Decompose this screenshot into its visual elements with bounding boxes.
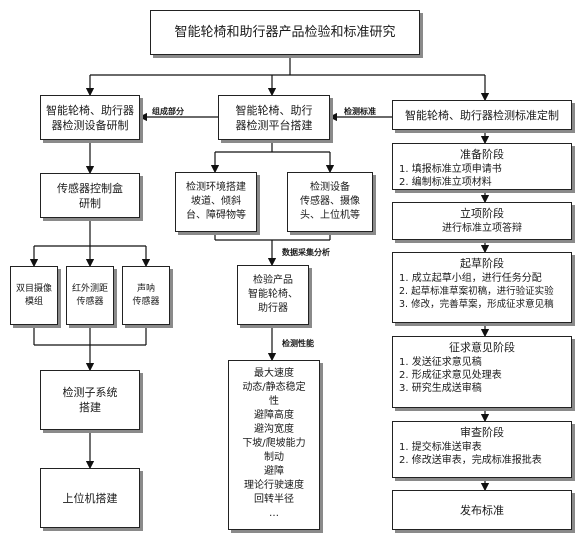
data-analysis-label: 数据采集分析 [282,248,330,257]
stage-title: 征求意见阶段 [449,341,515,354]
test-equipment-line-3: 头、上位机等 [300,210,360,221]
sonar-sensor-box: 声呐 传感器 [122,266,170,325]
sonar-sensor-line-1: 声呐 [136,283,155,294]
stage-consultation: 征求意见阶段 1. 发送征求意见稿 2. 形成征求意见处理表 3. 研究生成送审… [392,336,572,408]
performance-item: 制动 [264,452,284,463]
stage-line: 1. 发送征求意见稿 [399,357,482,368]
test-environment-line-1: 检测环境搭建 [186,182,246,193]
stage-title: 准备阶段 [460,148,504,161]
binocular-camera-line-2: 模组 [24,296,43,307]
performance-item: 最大速度 [254,368,294,379]
test-equipment-box: 检测设备 传感器、摄像 头、上位机等 [287,172,373,232]
tested-product-box: 检验产品 智能轮椅、 助行器 [237,265,309,325]
test-environment-line-3: 台、障碍物等 [186,210,246,221]
test-equipment-line-1: 检测设备 [310,182,350,193]
test-equipment-line-2: 传感器、摄像 [300,196,360,207]
stage-line: 2. 起草标准草案初稿，进行验证实验 [399,286,554,297]
stage-title: 起草阶段 [460,257,504,270]
sensor-control-line-1: 传感器控制盒 [57,181,123,195]
stage-line: 进行标准立项答辩 [442,223,522,234]
stage-line: 2. 形成征求意见处理表 [399,370,502,381]
device-development-line-2: 器检测设备研制 [51,118,129,132]
performance-item: 理论行驶速度 [244,480,304,491]
performance-item: 性 [269,396,279,407]
tested-product-line-1: 检验产品 [253,275,293,286]
performance-list-box: 最大速度 动态/静态稳定 性 避障高度 避沟宽度 下坡/爬坡能力 制动 避障 理… [228,360,320,530]
stage-publish: 发布标准 [392,490,572,530]
sonar-sensor-line-2: 传感器 [132,296,160,307]
infrared-sensor-line-1: 红外测距 [71,283,108,294]
standard-customization-box: 智能轮椅、助行器检测标准定制 [392,100,572,130]
subsystem-box: 检测子系统 搭建 [40,370,140,430]
binocular-camera-line-1: 双目摄像 [15,283,52,294]
performance-item: 下坡/爬坡能力 [242,438,306,449]
stage-drafting: 起草阶段 1. 成立起草小组，进行任务分配 2. 起草标准草案初稿，进行验证实验… [392,252,572,323]
tested-product-line-3: 助行器 [258,303,288,314]
host-computer-box: 上位机搭建 [40,468,140,528]
stage-line: 1. 提交标准送审表 [399,442,482,453]
subsystem-line-1: 检测子系统 [62,386,118,399]
root-box: 智能轮椅和助行器产品检验和标准研究 [150,10,420,55]
stage-publish-title: 发布标准 [460,503,504,517]
platform-line-2: 器检测平台搭建 [235,118,313,132]
standard-customization-label: 智能轮椅、助行器检测标准定制 [405,108,559,122]
performance-item: 回转半径 [254,494,294,505]
test-environment-box: 检测环境搭建 坡道、倾斜 台、障碍物等 [175,172,257,232]
performance-item: 动态/静态稳定 [242,382,306,393]
performance-label: 检测性能 [282,339,314,348]
device-development-box: 智能轮椅、助行器 器检测设备研制 [40,95,140,140]
stage-title: 立项阶段 [460,207,504,220]
tested-product-line-2: 智能轮椅、 [248,289,298,300]
stage-line: 3. 研究生成送审稿 [399,383,482,394]
device-development-line-1: 智能轮椅、助行器 [46,103,134,117]
composition-label: 组成部分 [152,107,184,116]
sensor-control-box: 传感器控制盒 研制 [40,173,140,218]
stage-line: 2. 修改送审表，完成标准报批表 [399,455,542,466]
infrared-sensor-line-2: 传感器 [76,296,104,307]
host-computer-label: 上位机搭建 [62,491,118,505]
stage-project-approval: 立项阶段 进行标准立项答辩 [392,202,572,240]
subsystem-line-2: 搭建 [79,401,101,414]
platform-box: 智能轮椅、助行 器检测平台搭建 [218,95,330,140]
stage-line: 1. 填报标准立项申请书 [399,164,502,175]
stage-line: 3. 修改，完善草案，形成征求意见稿 [399,299,554,310]
stage-review: 审查阶段 1. 提交标准送审表 2. 修改送审表，完成标准报批表 [392,421,572,478]
test-environment-line-2: 坡道、倾斜 [191,196,241,207]
sensor-control-line-2: 研制 [79,196,101,210]
root-title: 智能轮椅和助行器产品检验和标准研究 [174,25,396,40]
binocular-camera-box: 双目摄像 模组 [10,266,58,325]
infrared-sensor-box: 红外测距 传感器 [66,266,114,325]
stage-line: 1. 成立起草小组，进行任务分配 [399,273,542,284]
stage-preparation: 准备阶段 1. 填报标准立项申请书 2. 编制标准立项材料 [392,143,572,190]
performance-item: 避障高度 [254,410,294,421]
performance-item: 避障 [264,466,284,477]
standard-label: 检测标准 [344,107,376,116]
performance-item: … [269,508,279,519]
stage-title: 审查阶段 [460,426,504,439]
stage-line: 2. 编制标准立项材料 [399,177,492,188]
performance-item: 避沟宽度 [254,424,294,435]
platform-line-1: 智能轮椅、助行 [235,103,313,117]
